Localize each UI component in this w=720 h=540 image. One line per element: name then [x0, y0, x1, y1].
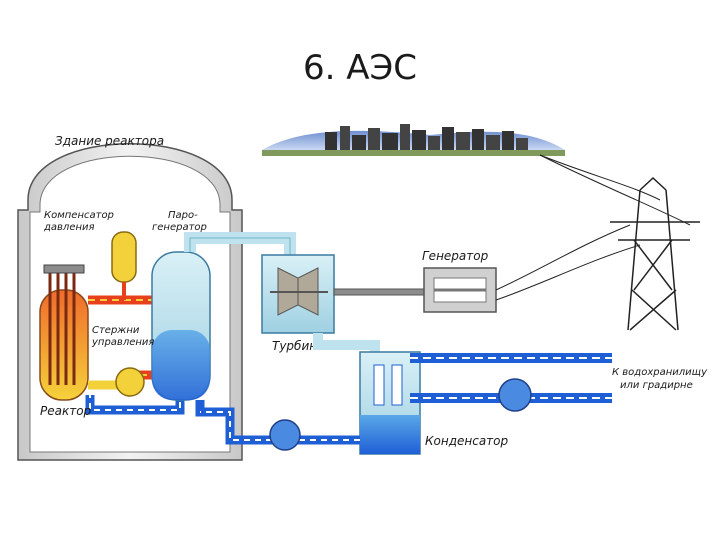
transmission-tower — [610, 176, 700, 331]
reactor-label: Реактор — [40, 404, 92, 418]
turbine-label: Турбина — [272, 339, 324, 353]
turbine-shaft — [333, 288, 425, 296]
condenser-label: Конденсатор — [425, 434, 509, 448]
primary-pump — [115, 367, 145, 397]
control-rods-label-1: Стержни — [92, 325, 140, 336]
cooling-pump — [498, 378, 532, 412]
outlet-label-2: или градирне — [620, 380, 693, 391]
pressurizer-label-2: давления — [43, 222, 95, 233]
generator-label: Генератор — [422, 249, 489, 263]
generator — [423, 267, 497, 313]
steam-generator-label-1: Паро- — [168, 210, 198, 221]
feedwater-line — [195, 400, 360, 445]
turbine — [261, 254, 335, 334]
steam-generator-label-2: генератор — [152, 222, 207, 233]
outlet-label-1: К водохранилищу — [612, 367, 708, 378]
pressurizer-label-1: Компенсатор — [44, 210, 114, 221]
reactor-building-label: Здание реактора — [55, 134, 164, 148]
control-rods-label-2: управления — [91, 337, 154, 348]
reactor-vessel — [39, 264, 89, 401]
exhaust-steam-line — [313, 333, 380, 355]
pressurizer — [111, 231, 137, 300]
steam-generator — [151, 251, 211, 401]
feedwater-pump — [269, 419, 301, 451]
slide-title: 6. АЭС — [303, 48, 417, 88]
city-skyline — [262, 124, 565, 156]
power-lines — [495, 154, 691, 301]
